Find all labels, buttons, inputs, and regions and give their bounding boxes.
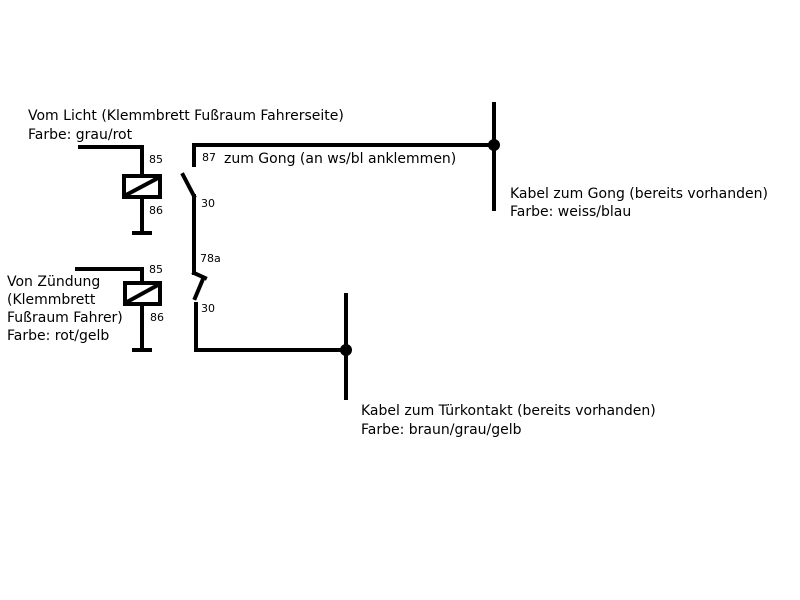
relay1-coil-diagonal [123,175,161,198]
relay1-pin-30: 30 [201,197,215,210]
relay2-coil-diagonal [124,282,161,305]
gong-junction-dot [488,139,500,151]
relay2-pin-85: 85 [149,263,163,276]
gong-cable-color: Farbe: weiss/blau [510,204,632,220]
relay2-pin-30: 30 [201,302,215,315]
relay2-pin-78a: 78a [200,252,221,265]
door-cable-label: Kabel zum Türkontakt (bereits vorhanden) [361,403,656,419]
relay2-coil-input-wire [75,267,144,285]
relay1-source-color: Farbe: grau/rot [28,127,133,143]
relay2-switch-blade [192,276,206,301]
relay2-source-label: Von Zündung [7,274,101,290]
relay1-coil-input-wire [78,145,144,178]
relay1-pin-85: 85 [149,153,163,166]
door-cable-color: Farbe: braun/grau/gelb [361,422,522,438]
relay1-pin-86: 86 [149,204,163,217]
relay1-pin-87: 87 [202,151,216,164]
relay1-source-label: Vom Licht (Klemmbrett Fußraum Fahrerseit… [28,108,344,124]
relay1-switch-arm [180,172,197,199]
relay2-source-color: Farbe: rot/gelb [7,328,110,344]
relay2-source-label-2: (Klemmbrett [7,292,96,308]
door-wire [194,302,348,352]
door-junction-dot [340,344,352,356]
relay2-pin-86: 86 [150,311,164,324]
relay2-source-label-3: Fußraum Fahrer) [7,310,123,326]
relay1-output-label: zum Gong (an ws/bl anklemmen) [224,151,457,167]
gong-cable-label: Kabel zum Gong (bereits vorhanden) [510,186,768,202]
